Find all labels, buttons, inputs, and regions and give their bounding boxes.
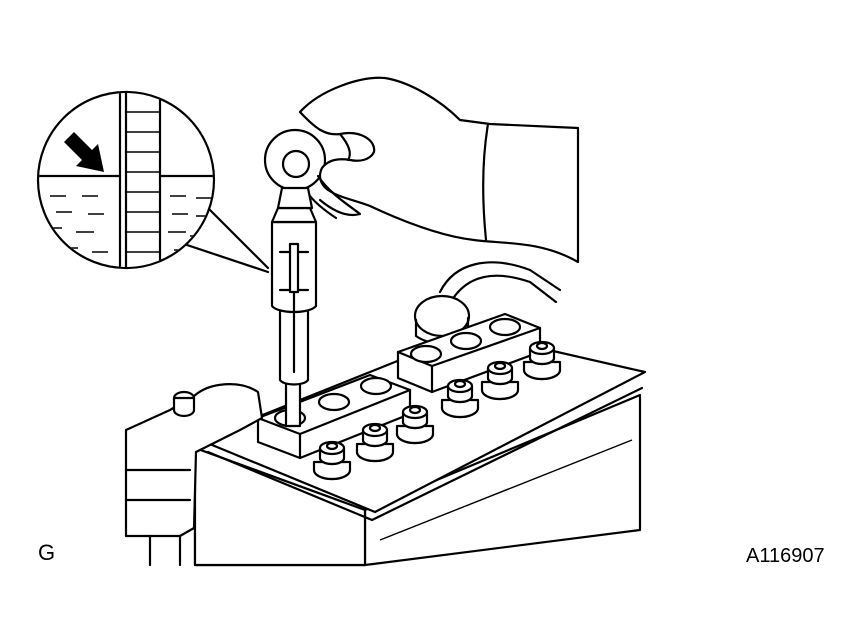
- arrow-down-right-icon: [64, 132, 104, 172]
- figure-code: A116907: [746, 545, 825, 567]
- magnified-level-callout: [36, 90, 270, 274]
- vent-plug-strip-right: [396, 312, 542, 394]
- vent-plug-strip-left: [256, 373, 412, 460]
- left-hand: [124, 383, 264, 567]
- corner-letter: G: [38, 540, 56, 565]
- right-hand: [298, 76, 580, 264]
- hydrometer: [263, 128, 327, 428]
- vent-caps: [312, 340, 562, 481]
